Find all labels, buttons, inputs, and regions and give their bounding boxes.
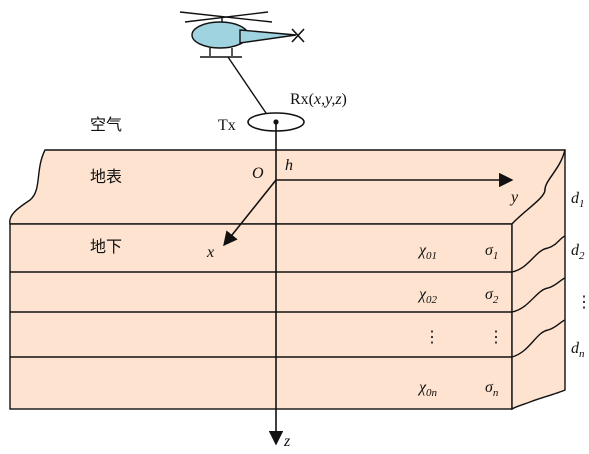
side-boundary-1 [511,235,566,273]
side-boundary-2 [511,277,566,313]
underground-label: 地下 [90,237,122,256]
origin-label: O [252,165,264,182]
earth-side-face [511,149,566,411]
x-axis-label: x [206,244,214,261]
layer-sigma: σn [485,379,499,399]
surface-label: 地表 [90,167,122,186]
helicopter-icon [179,11,305,58]
air-label: 空气 [90,115,122,134]
y-axis-label: y [509,189,519,206]
z-axis-label: z [283,433,291,450]
layer-thickness: dn [571,340,585,360]
tow-cable [227,56,269,117]
layer-sigma-ellipsis: ⋮ [488,329,504,346]
layer-thickness: d1 [571,190,585,210]
layer-thickness-ellipsis: ⋮ [576,294,589,311]
layer-chi-ellipsis: ⋮ [424,329,440,346]
layer-sigma: σ1 [485,242,498,262]
layer-chi: χ0n [417,379,438,399]
x-axis [223,179,277,247]
layer-chi: χ02 [417,286,438,306]
layer-thickness: d2 [571,242,585,262]
earth-front-face [9,223,513,410]
height-label: h [285,157,293,174]
rx-label: Rx(x,y,z) [290,91,347,108]
layer-chi: χ01 [417,242,437,262]
tx-label: Tx [218,117,236,134]
layer-sigma: σ2 [485,286,499,306]
side-boundary-3 [511,319,566,358]
